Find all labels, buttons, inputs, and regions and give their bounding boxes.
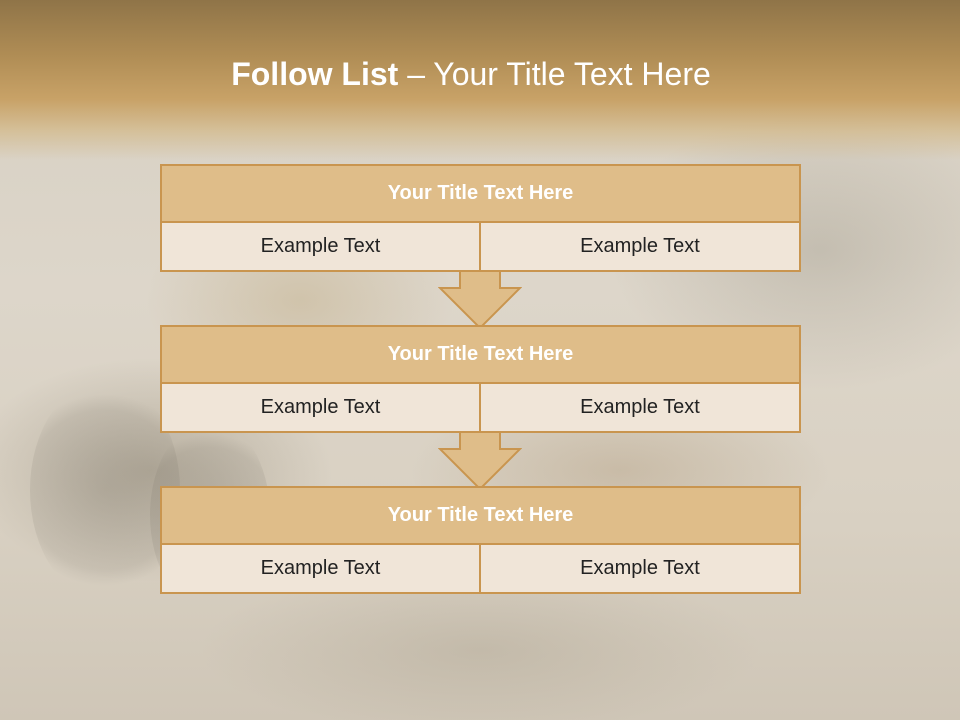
block-title: Your Title Text Here (160, 164, 801, 223)
list-block-1: Your Title Text Here Example Text Exampl… (160, 164, 801, 272)
block-cell-right: Example Text (479, 221, 801, 272)
block-cell-right: Example Text (479, 543, 801, 594)
list-block-2: Your Title Text Here Example Text Exampl… (160, 325, 801, 433)
block-title: Your Title Text Here (160, 325, 801, 384)
block-title: Your Title Text Here (160, 486, 801, 545)
list-block-3: Your Title Text Here Example Text Exampl… (160, 486, 801, 594)
block-cell-left: Example Text (160, 382, 481, 433)
block-cell-left: Example Text (160, 221, 481, 272)
block-cell-left: Example Text (160, 543, 481, 594)
background-wheel-left (30, 380, 180, 600)
down-arrow-icon (438, 431, 522, 491)
header-band (0, 0, 960, 160)
down-arrow-icon (438, 270, 522, 330)
slide-title: Follow List – Your Title Text Here (0, 56, 942, 93)
block-cell-right: Example Text (479, 382, 801, 433)
slide-title-bold: Follow List (231, 56, 399, 92)
slide-title-rest: – Your Title Text Here (398, 56, 711, 92)
